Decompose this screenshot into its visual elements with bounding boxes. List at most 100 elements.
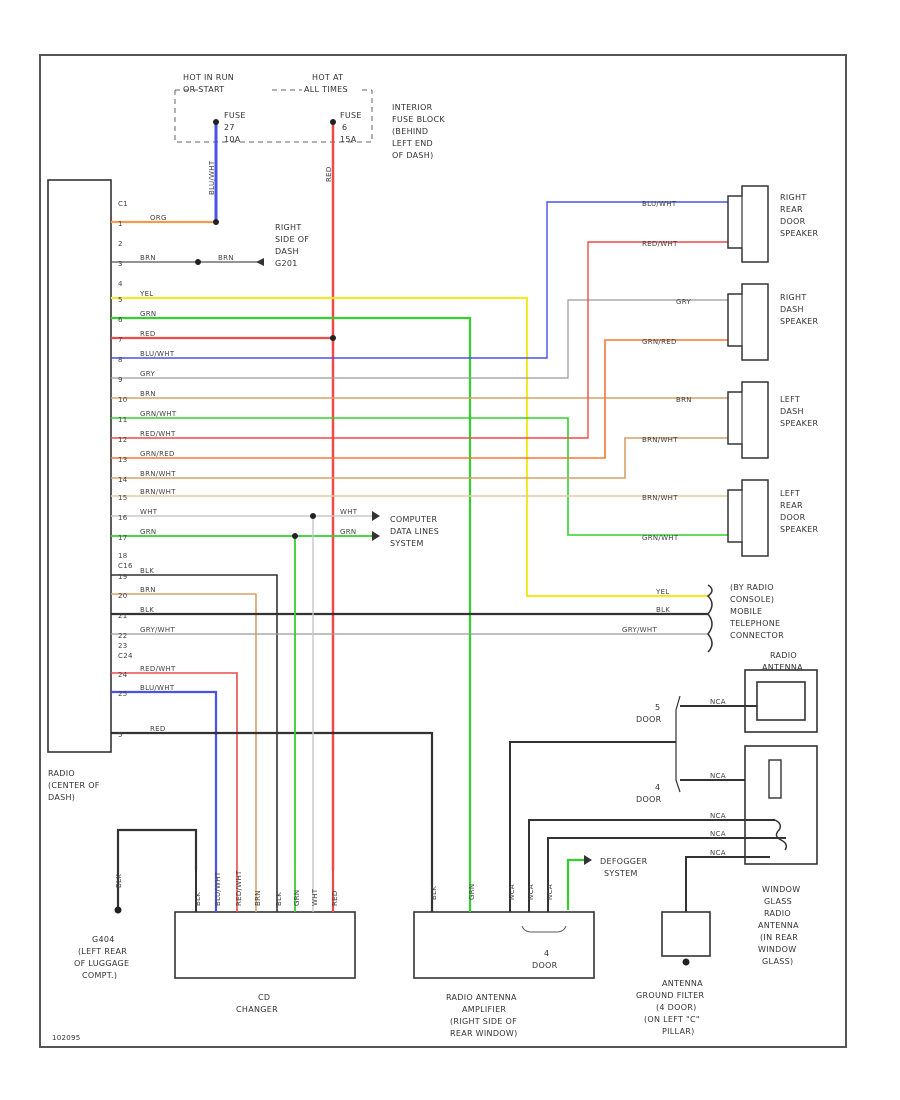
speaker-icon xyxy=(727,283,769,361)
spk2-wire1: GRY xyxy=(676,298,691,306)
pin-14: 14 xyxy=(118,476,128,484)
filter-ground-terminal xyxy=(682,958,690,966)
pin-13: 13 xyxy=(118,456,128,464)
wire-glass-1 xyxy=(528,819,775,870)
spk2-label-2: DASH xyxy=(780,305,804,314)
pin-1: 1 xyxy=(118,220,123,228)
wire-g404 xyxy=(116,828,198,910)
door5-word: DOOR xyxy=(636,715,662,724)
wl-pin15: BRN/WHT xyxy=(140,488,176,496)
pin-4: 4 xyxy=(118,280,123,288)
fuse-block-label-5: OF DASH) xyxy=(392,151,434,160)
speaker-right-rear: BLU/WHT RED/WHT RIGHT REAR DOOR SPEAKER xyxy=(642,185,818,263)
glass-label-3: RADIO xyxy=(764,909,791,918)
comp-label-2: DATA LINES xyxy=(390,527,439,536)
diagram-id: 102095 xyxy=(52,1034,81,1042)
pin-c24-5: 5 xyxy=(118,731,123,739)
fuse-block-label-3: (BEHIND xyxy=(392,127,428,136)
wire-label-red: RED xyxy=(325,166,333,182)
comp-wire1: WHT xyxy=(340,508,358,516)
spk3-label-2: DASH xyxy=(780,407,804,416)
spk2-label-3: SPEAKER xyxy=(780,317,819,326)
fuse2-name: FUSE xyxy=(340,111,362,120)
pin-6: 6 xyxy=(118,316,123,324)
amp-wire-4: NCA xyxy=(527,884,535,900)
computer-data-lines: WHT GRN COMPUTER DATA LINES SYSTEM xyxy=(340,508,439,548)
g201-label-3: DASH xyxy=(275,247,299,256)
wl-pin1: ORG xyxy=(150,214,167,222)
filter-label-2: GROUND FILTER xyxy=(636,991,704,1000)
wire-pin8-blu xyxy=(111,201,728,359)
tel-label-3: MOBILE xyxy=(730,607,762,616)
pin-12: 12 xyxy=(118,436,128,444)
glass-wire-1: NCA xyxy=(710,812,726,820)
tel-wire3: GRY/WHT xyxy=(622,626,657,634)
wl-pin12: RED/WHT xyxy=(140,430,176,438)
pin-2: 2 xyxy=(118,240,123,248)
pin-19: 19 xyxy=(118,573,128,581)
splice-wht xyxy=(310,513,316,519)
tel-label-1: (BY RADIO xyxy=(730,583,774,592)
pin-11: 11 xyxy=(118,416,128,424)
ground-g404: BLK G404 (LEFT REAR OF LUGGAGE COMPT.) xyxy=(74,828,198,980)
wire-pin19-blk xyxy=(111,574,278,870)
fuse1-name: FUSE xyxy=(224,111,246,120)
glass-label-2: GLASS xyxy=(764,897,792,906)
cd-changer-terminals: BLK BLU/WHT RED/WHT BRN BLK GRN WHT RED xyxy=(194,870,339,912)
wl-pin9: GRY xyxy=(140,370,155,378)
defogger-label-2: SYSTEM xyxy=(604,869,638,878)
wire-pin13-grnred xyxy=(111,339,728,459)
wl-pin11: GRN/WHT xyxy=(140,410,177,418)
amp-wire-1: BLK xyxy=(430,886,438,900)
filter-label-4: (ON LEFT "C" xyxy=(644,1015,700,1024)
spk2-label-1: RIGHT xyxy=(780,293,807,302)
wire-label-blu-wht: BLU/WHT xyxy=(208,160,216,195)
wire-pin9-gry xyxy=(111,299,728,379)
pin-8: 8 xyxy=(118,356,123,364)
wire-glass-3 xyxy=(685,856,770,912)
fuse-block-label-4: LEFT END xyxy=(392,139,433,148)
wl-pin14: BRN/WHT xyxy=(140,470,176,478)
cd-wire-7: WHT xyxy=(311,888,319,906)
door-selector xyxy=(675,695,681,793)
antenna-amplifier xyxy=(413,911,595,979)
pin-c16: C16 xyxy=(118,562,133,570)
amp-door-word: DOOR xyxy=(532,961,558,970)
radio-label: RADIO (CENTER OF DASH) xyxy=(48,769,100,802)
wl-pin8: BLU/WHT xyxy=(140,350,175,358)
spk3-label-3: SPEAKER xyxy=(780,419,819,428)
amp-door-num: 4 xyxy=(544,949,549,958)
fuse-block: HOT IN RUN OR START HOT AT ALL TIMES FUS… xyxy=(174,73,445,160)
cd-wire-1: BLK xyxy=(194,892,202,906)
hot-all-times-2: ALL TIMES xyxy=(304,85,348,94)
wire-pin14-brnwht xyxy=(111,437,728,479)
fuse-block-label-2: FUSE BLOCK xyxy=(392,115,445,124)
wire-pin12-red xyxy=(111,241,728,439)
cd-wire-5: BLK xyxy=(275,892,283,906)
pin-21: 21 xyxy=(118,612,128,620)
cd-changer xyxy=(174,911,356,979)
g404-label-1: G404 xyxy=(92,935,115,944)
fuse2-amp: 15A xyxy=(340,135,357,144)
wire-amp-to-antenna xyxy=(509,741,676,870)
speaker-icon xyxy=(727,381,769,459)
wl-pin7: RED xyxy=(140,330,156,338)
g404-label-4: COMPT.) xyxy=(82,971,117,980)
g201-label-1: RIGHT xyxy=(275,223,302,232)
wire-pin5-yel xyxy=(111,296,708,598)
g201-ground-icon xyxy=(256,258,264,266)
pin-10: 10 xyxy=(118,396,128,404)
wl-pin24: RED/WHT xyxy=(140,665,176,673)
g201-label-2: SIDE OF xyxy=(275,235,309,244)
g404-label-2: (LEFT REAR xyxy=(78,947,127,956)
g404-terminal xyxy=(114,906,122,914)
spk4-label-3: DOOR xyxy=(780,513,806,522)
ant-wire-5door: NCA xyxy=(710,698,726,706)
filter-label-5: PILLAR) xyxy=(662,1027,695,1036)
pin-5: 5 xyxy=(118,296,123,304)
glass-antenna-element xyxy=(768,759,782,799)
radio-wire-labels: ORG BRN YEL GRN RED BLU/WHT GRY BRN GRN/… xyxy=(139,214,177,733)
spk3-label-1: LEFT xyxy=(780,395,800,404)
speaker-icon xyxy=(727,185,769,263)
radio-label-2: (CENTER OF xyxy=(48,781,100,790)
